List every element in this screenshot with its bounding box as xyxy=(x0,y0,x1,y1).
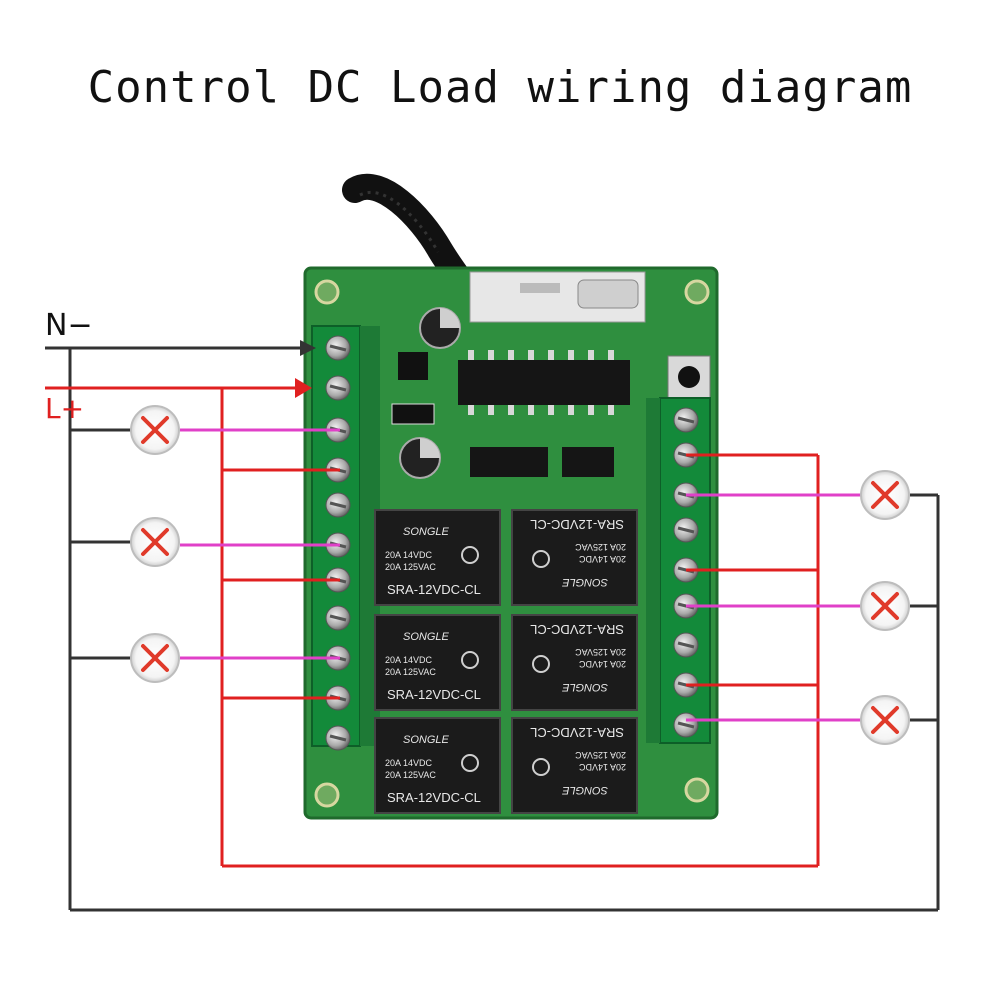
relay-model: SRA-12VDC-CL xyxy=(387,582,481,597)
relay-brand: SONGLE xyxy=(561,576,608,588)
relay: SONGLE 20A 14VDC 20A 125VAC SRA-12VDC-CL xyxy=(374,509,501,606)
terminal-screw xyxy=(673,632,699,658)
terminal-screw xyxy=(325,335,351,361)
relay-rating: 20A 125VAC xyxy=(575,542,626,552)
relay-model: SRA-12VDC-CL xyxy=(387,790,481,805)
driver-ic xyxy=(470,447,548,477)
lamp-load xyxy=(860,581,910,631)
mount-hole xyxy=(314,279,340,305)
terminal-screw xyxy=(673,712,699,738)
neg-label: N− xyxy=(45,308,93,343)
relay: SONGLE 20A 14VDC 20A 125VAC SRA-12VDC-CL xyxy=(511,509,638,606)
relay-rating: 20A 125VAC xyxy=(575,647,626,657)
load-wires xyxy=(180,428,862,722)
relay-rating: 20A 125VAC xyxy=(385,562,436,572)
relay-rating: 20A 14VDC xyxy=(385,550,433,560)
terminal-screw xyxy=(325,725,351,751)
relay: SONGLE 20A 14VDC 20A 125VAC SRA-12VDC-CL xyxy=(511,717,638,814)
decoder-ic xyxy=(458,360,630,405)
terminal-screw xyxy=(325,492,351,518)
relay-brand: SONGLE xyxy=(403,526,450,538)
lamp-load xyxy=(130,633,180,683)
relay-brand: SONGLE xyxy=(403,734,450,746)
relay-model: SRA-12VDC-CL xyxy=(530,622,624,637)
relay-rating: 20A 125VAC xyxy=(385,667,436,677)
relay-model: SRA-12VDC-CL xyxy=(530,725,624,740)
transistor xyxy=(398,352,428,380)
diagram-title: Control DC Load wiring diagram xyxy=(87,62,913,113)
lamp-load xyxy=(860,470,910,520)
relay-model: SRA-12VDC-CL xyxy=(530,517,624,532)
mount-hole xyxy=(684,777,710,803)
relay-rating: 20A 14VDC xyxy=(578,762,626,772)
relay-brand: SONGLE xyxy=(561,784,608,796)
terminal-screw xyxy=(673,407,699,433)
negative-wires xyxy=(45,346,940,912)
relay-brand: SONGLE xyxy=(403,631,450,643)
pos-arrow xyxy=(295,378,312,398)
relay-rating: 20A 14VDC xyxy=(385,758,433,768)
relay-rating: 20A 14VDC xyxy=(578,554,626,564)
driver-ic xyxy=(562,447,614,477)
positive-wires xyxy=(45,386,820,868)
relay-rating: 20A 125VAC xyxy=(385,770,436,780)
learn-button-cap xyxy=(678,366,700,388)
mount-hole xyxy=(684,279,710,305)
crystal xyxy=(577,279,639,309)
pos-label: L+ xyxy=(45,392,84,425)
relay-brand: SONGLE xyxy=(561,681,608,693)
lamp-load xyxy=(130,405,180,455)
relay: SONGLE 20A 14VDC 20A 125VAC SRA-12VDC-CL xyxy=(374,614,501,711)
relay-rating: 20A 125VAC xyxy=(575,750,626,760)
terminal-screw xyxy=(325,375,351,401)
relay-rating: 20A 14VDC xyxy=(385,655,433,665)
diode xyxy=(391,403,435,425)
relay-rating: 20A 14VDC xyxy=(578,659,626,669)
terminal-screw xyxy=(325,605,351,631)
terminal-screw xyxy=(673,517,699,543)
lamp-load xyxy=(130,517,180,567)
relay: SONGLE 20A 14VDC 20A 125VAC SRA-12VDC-CL xyxy=(511,614,638,711)
lamp-load xyxy=(860,695,910,745)
mount-hole xyxy=(314,782,340,808)
relay-model: SRA-12VDC-CL xyxy=(387,687,481,702)
relay: SONGLE 20A 14VDC 20A 125VAC SRA-12VDC-CL xyxy=(374,717,501,814)
neg-arrow xyxy=(300,340,316,356)
